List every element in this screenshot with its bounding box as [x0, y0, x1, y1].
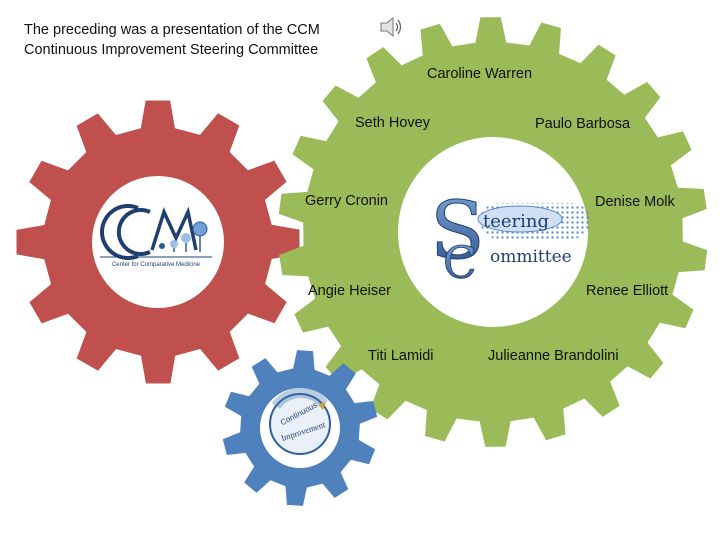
member-gerry-cronin: Gerry Cronin	[305, 193, 388, 209]
member-julieanne-brandolini: Julieanne Brandolini	[488, 348, 619, 364]
member-seth-hovey: Seth Hovey	[355, 115, 430, 131]
steering-word: teering	[483, 211, 549, 232]
member-renee-elliott: Renee Elliott	[586, 283, 669, 299]
committee-big-c: C	[443, 238, 477, 289]
member-angie-heiser: Angie Heiser	[308, 283, 392, 299]
member-titi-lamidi: Titi Lamidi	[368, 348, 434, 364]
ccm-logo: Center for Comparative Medicine	[100, 204, 212, 268]
steering-committee-logo: S teering C ommittee	[430, 184, 590, 289]
slide-caption: The preceding was a presentation of the …	[24, 20, 384, 60]
caption-line-2: Continuous Improvement Steering Committe…	[24, 42, 319, 58]
red-gear-hub	[92, 176, 224, 308]
member-paulo-barbosa: Paulo Barbosa	[535, 116, 631, 132]
continuous-improvement-logo: Continuous Improvement	[269, 387, 331, 455]
red-gear	[16, 100, 300, 384]
speaker-icon[interactable]	[378, 14, 404, 40]
steering-big-s: S	[430, 184, 485, 277]
caption-line-1: The preceding was a presentation of the …	[24, 22, 320, 38]
ccm-logo-subtitle: Center for Comparative Medicine	[112, 262, 201, 268]
member-caroline-warren: Caroline Warren	[427, 66, 533, 82]
member-denise-molk: Denise Molk	[595, 194, 675, 210]
committee-word: ommittee	[490, 247, 572, 267]
